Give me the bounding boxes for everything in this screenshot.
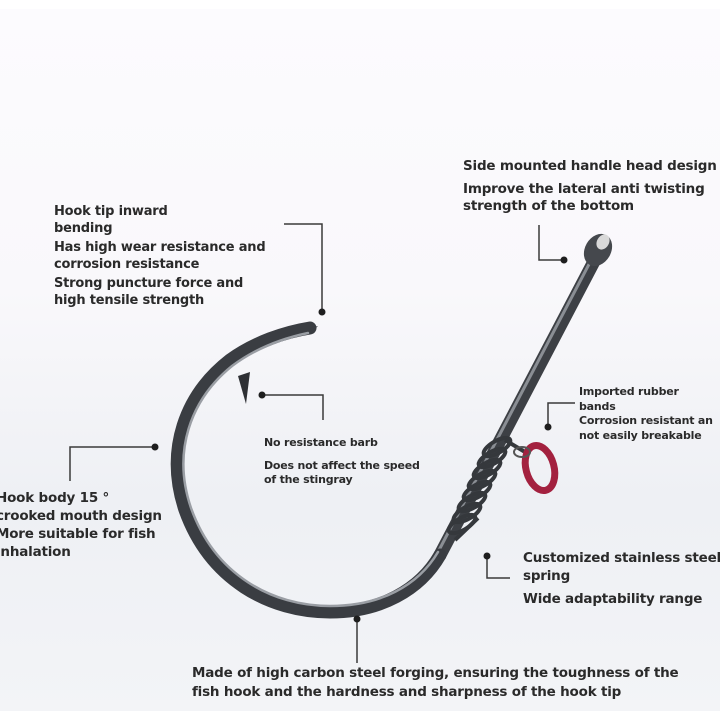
callout-line: Hook body 15 ° bbox=[0, 490, 110, 506]
callout-line: crooked mouth design bbox=[0, 508, 162, 524]
callout-title: Side mounted handle head design bbox=[463, 158, 717, 174]
callout-line: bands bbox=[579, 399, 616, 413]
rubber-band-icon bbox=[513, 441, 559, 495]
callout-line: inhalation bbox=[0, 544, 71, 560]
callout-line: corrosion resistance bbox=[54, 257, 200, 272]
callout-spring: Customized stainless steel spring Wide a… bbox=[523, 549, 720, 608]
callout-line: of the stingray bbox=[264, 473, 353, 486]
callout-line: Has high wear resistance and bbox=[54, 240, 266, 255]
callout-line: Hook tip inward bbox=[54, 204, 168, 219]
barb-icon bbox=[238, 372, 250, 404]
callout-line: Customized stainless steel bbox=[523, 550, 720, 566]
callout-line: More suitable for fish bbox=[0, 526, 156, 542]
hook-bend bbox=[170, 321, 447, 619]
hook-eye-icon bbox=[583, 233, 613, 267]
callout-barb: No resistance barb Does not affect the s… bbox=[264, 436, 420, 487]
callout-material: Made of high carbon steel forging, ensur… bbox=[192, 664, 679, 702]
callout-line: spring bbox=[523, 568, 571, 584]
callout-hook-body: Hook body 15 ° crooked mouth design More… bbox=[0, 489, 162, 561]
callout-line: Made of high carbon steel forging, ensur… bbox=[192, 665, 679, 681]
callout-line: Wide adaptability range bbox=[523, 591, 703, 607]
callout-line: Strong puncture force and bbox=[54, 276, 244, 291]
spring-coil-icon bbox=[446, 435, 527, 542]
callout-line: Does not affect the speed bbox=[264, 459, 420, 472]
callout-hook-tip: Hook tip inward bending Has high wear re… bbox=[54, 203, 266, 309]
callout-title: No resistance barb bbox=[264, 436, 378, 449]
callout-line: Improve the lateral anti twisting bbox=[463, 181, 705, 197]
callout-rubber-band: Imported rubber bands Corrosion resistan… bbox=[579, 385, 713, 443]
leader-lines bbox=[69, 223, 575, 663]
callout-line: Imported rubber bbox=[579, 385, 679, 398]
callout-line: bending bbox=[54, 221, 113, 236]
callout-line: strength of the bottom bbox=[463, 198, 634, 214]
diagram-background bbox=[0, 9, 720, 711]
callout-line: Corrosion resistant an bbox=[579, 414, 713, 427]
callout-handle-head: Side mounted handle head design Improve … bbox=[463, 158, 717, 215]
callout-line: not easily breakable bbox=[579, 428, 702, 442]
leader-dots bbox=[151, 256, 568, 623]
callout-line: high tensile strength bbox=[54, 293, 205, 308]
callout-line: fish hook and the hardness and sharpness… bbox=[192, 684, 622, 700]
